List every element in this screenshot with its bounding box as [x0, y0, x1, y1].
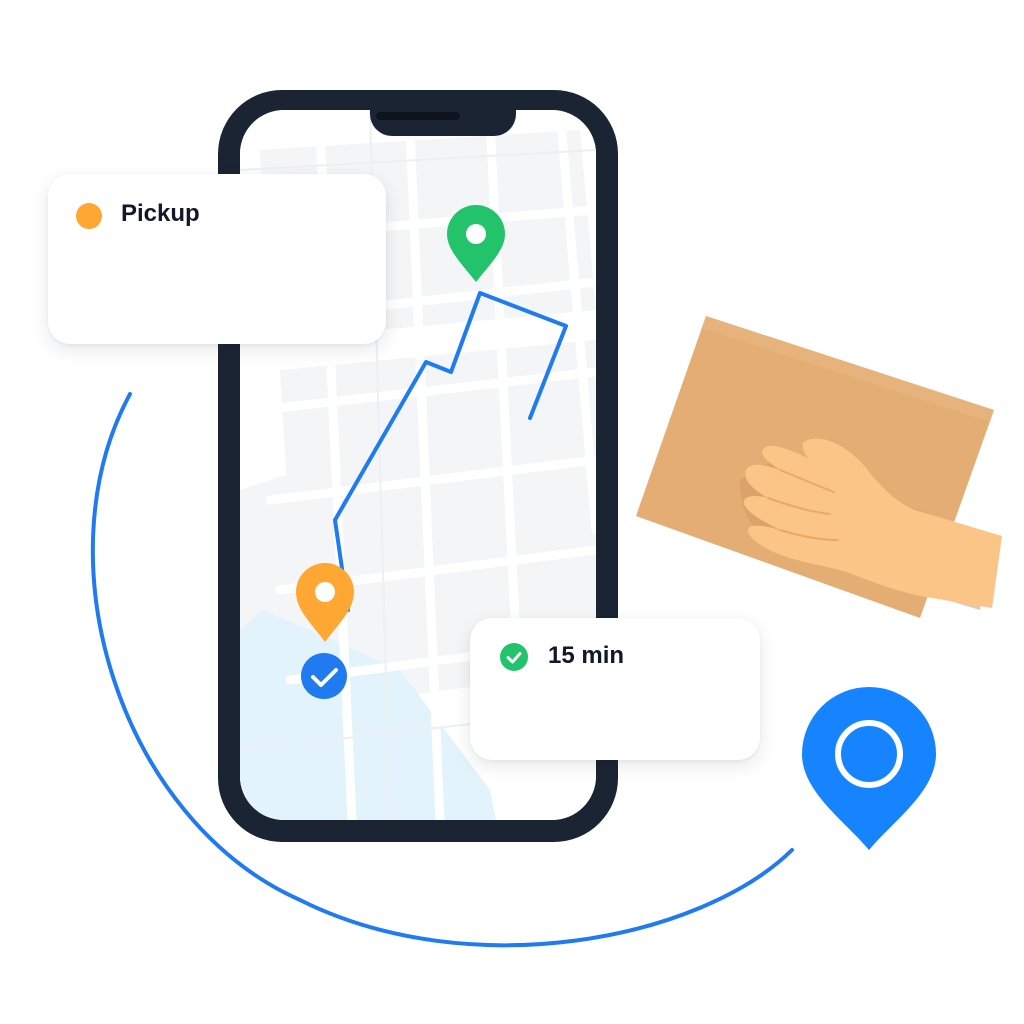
- location-pin-icon[interactable]: [798, 682, 940, 854]
- eta-label: 15 min: [548, 642, 625, 669]
- eta-card[interactable]: 15 min: [470, 618, 760, 760]
- check-circle-icon: [500, 643, 528, 671]
- parcel-box-icon: [636, 316, 1002, 618]
- pickup-dot-icon: [76, 203, 102, 229]
- pickup-card[interactable]: Pickup: [48, 174, 386, 344]
- origin-pin-icon[interactable]: [296, 563, 354, 642]
- phone-speaker: [376, 112, 460, 120]
- destination-pin-icon[interactable]: [447, 205, 505, 282]
- pickup-label: Pickup: [121, 200, 200, 227]
- current-location-check-icon[interactable]: [301, 653, 347, 699]
